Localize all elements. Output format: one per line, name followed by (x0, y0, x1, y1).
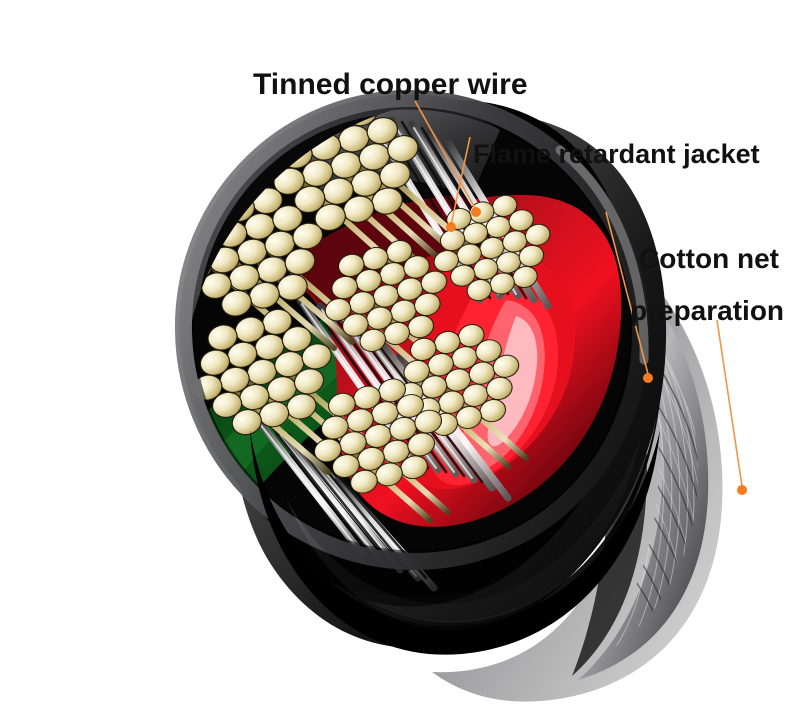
callout-label-flame-retardant-jacket: Flame retardant jacket (473, 139, 760, 169)
copper-bundle-center-low (396, 324, 520, 436)
tinned-copper-bundles (188, 100, 551, 494)
copper-bundle-bottom (313, 378, 443, 494)
copper-bundle-lower-left (192, 308, 332, 436)
callout-label-line-2: preparation (630, 295, 785, 326)
watermark-text: HD (448, 2, 469, 17)
leader-cotton-net-outer (716, 319, 747, 495)
jacket-front-lip (250, 430, 660, 655)
callout-label-cotton-net-preparation: Cotton net preparation (630, 233, 784, 337)
leader-cotton-net-preparation (605, 211, 653, 383)
callout-leaders (414, 100, 747, 495)
copper-bundle-mid (324, 240, 448, 352)
leader-flame-retardant-jacket (446, 136, 471, 232)
copper-bundle-right (433, 194, 551, 302)
jacket-cut-rim (174, 90, 650, 570)
callout-label-tinned-copper-wire: Tinned copper wire (253, 68, 528, 101)
leader-tinned-copper-wire (414, 100, 481, 217)
callout-label-line-1: Cotton net (639, 243, 779, 274)
cable-body (174, 90, 723, 702)
